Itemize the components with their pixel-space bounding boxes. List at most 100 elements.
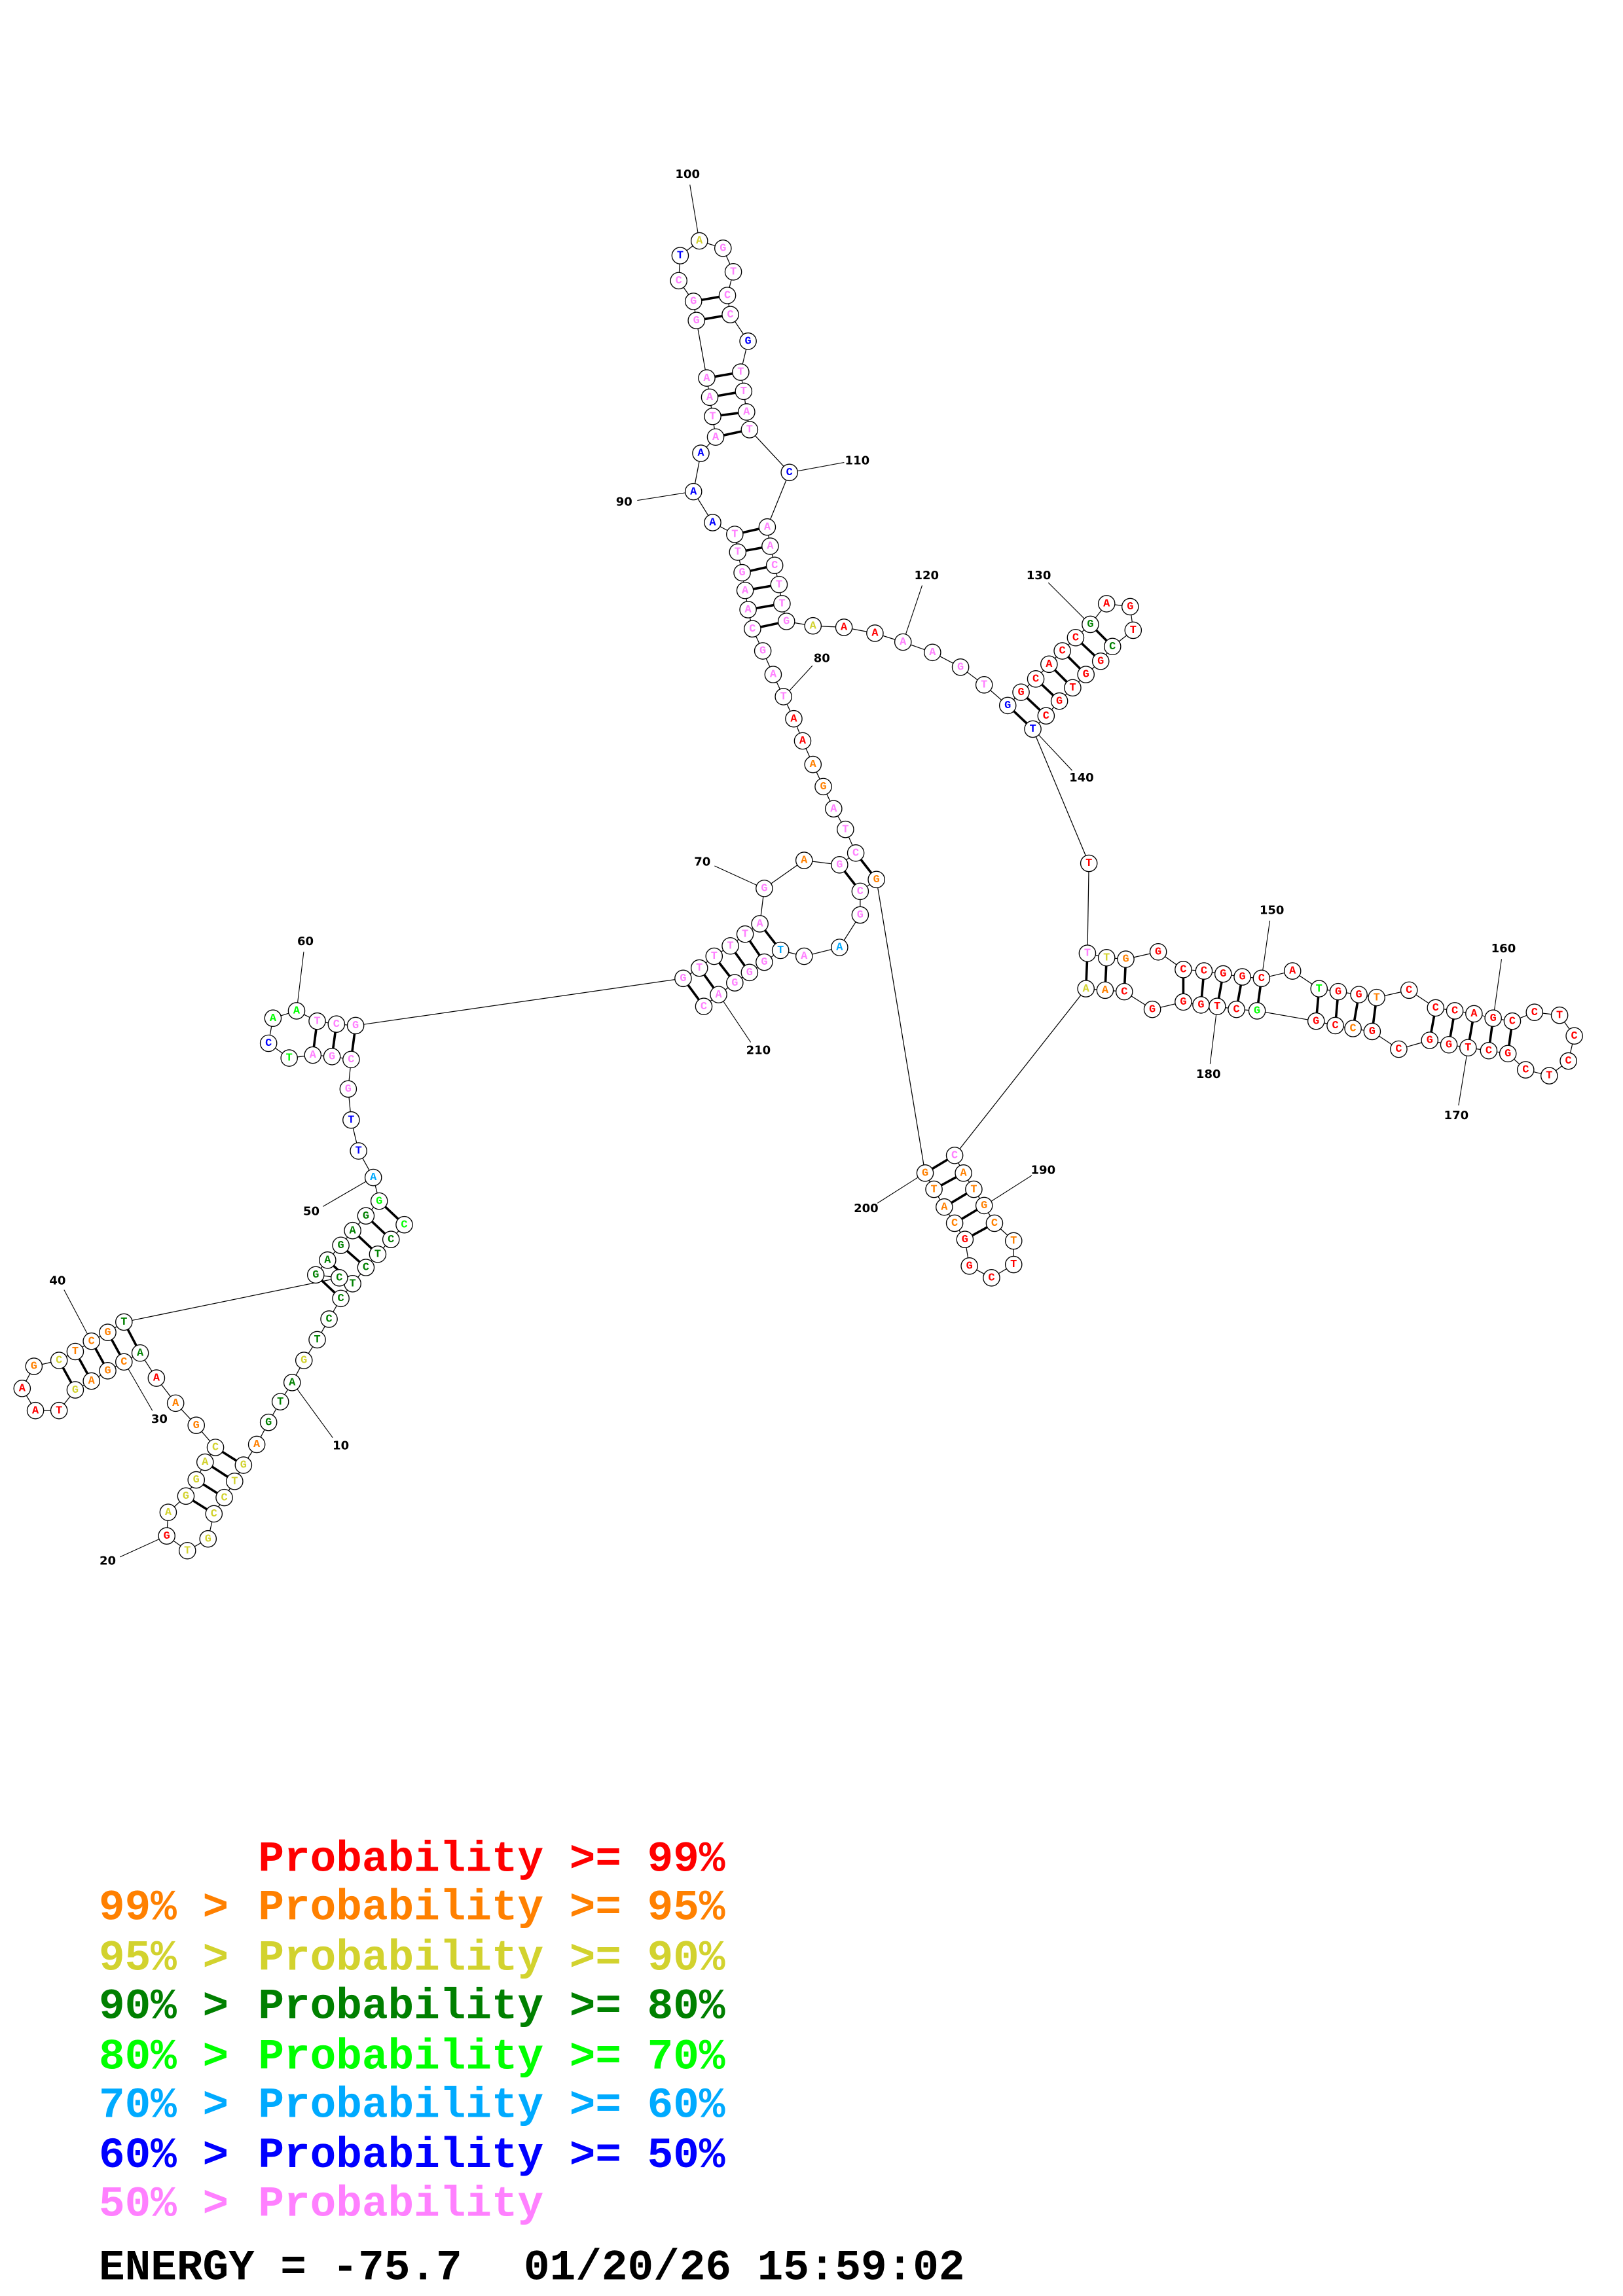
nucleotide-circle bbox=[350, 1142, 367, 1160]
nucleotide-circle bbox=[851, 906, 869, 924]
timestamp: 01/20/26 15:59:02 bbox=[524, 2244, 964, 2293]
position-tick-label: 190 bbox=[1031, 1163, 1056, 1177]
nucleotide-circle bbox=[1121, 598, 1139, 616]
nucleotide: A bbox=[804, 617, 822, 635]
nucleotide-circle bbox=[99, 1323, 117, 1342]
nucleotide-letter: T bbox=[1103, 952, 1110, 964]
tick-leader-line bbox=[1038, 734, 1072, 771]
nucleotide-letter: C bbox=[676, 275, 682, 287]
nucleotide-circle bbox=[1350, 986, 1368, 1003]
nucleotide-letter: T bbox=[930, 1183, 937, 1196]
nucleotide-letter: G bbox=[981, 1200, 987, 1212]
nucleotide-circle bbox=[684, 482, 702, 501]
nucleotide-letter: G bbox=[193, 1474, 200, 1486]
nucleotide-letter: G bbox=[761, 956, 767, 969]
nucleotide: C bbox=[342, 1050, 360, 1069]
base-pair-bond bbox=[1508, 1029, 1513, 1046]
nucleotide: C bbox=[1344, 1020, 1362, 1037]
nucleotide-letter: G bbox=[873, 874, 880, 886]
nucleotide: G bbox=[306, 1266, 325, 1284]
nucleotide-letter: C bbox=[336, 1272, 342, 1284]
nucleotide: T bbox=[732, 363, 750, 381]
nucleotide-letter: C bbox=[1531, 1007, 1538, 1019]
nucleotide: A bbox=[1283, 962, 1302, 980]
nucleotide-circle bbox=[770, 575, 788, 594]
nucleotide-circle bbox=[1080, 854, 1098, 872]
nucleotide-letter: G bbox=[745, 335, 752, 348]
nucleotide-letter: T bbox=[1084, 948, 1091, 960]
nucleotide-letter: G bbox=[329, 1050, 335, 1063]
nucleotide: C bbox=[744, 620, 761, 638]
nucleotide-circle bbox=[320, 1310, 338, 1328]
base-pair-bond bbox=[346, 1249, 361, 1263]
nucleotide-circle bbox=[726, 526, 744, 543]
base-pair-bond bbox=[111, 1338, 121, 1355]
nucleotide-letter: G bbox=[1087, 619, 1093, 631]
nucleotide-letter: A bbox=[929, 647, 936, 659]
base-pair-bond bbox=[742, 528, 759, 534]
base-pair-bond bbox=[1372, 1005, 1377, 1024]
nucleotide: T bbox=[271, 1393, 289, 1410]
base-pair-bond bbox=[1334, 999, 1339, 1018]
nucleotide: T bbox=[1064, 679, 1082, 697]
nucleotide: G bbox=[99, 1362, 117, 1380]
nucleotide-circle bbox=[346, 1016, 365, 1035]
nucleotide-circle bbox=[215, 1488, 233, 1507]
nucleotide-circle bbox=[951, 658, 970, 676]
nucleotide-letter: A bbox=[801, 855, 808, 867]
nucleotide-circle bbox=[1040, 655, 1058, 673]
nucleotide: A bbox=[1077, 980, 1095, 997]
nucleotide-letter: A bbox=[172, 1397, 179, 1410]
nucleotide-letter: A bbox=[712, 431, 720, 444]
nucleotide: C bbox=[718, 287, 737, 304]
nucleotide-letter: G bbox=[104, 1327, 111, 1339]
position-tick-label: 20 bbox=[100, 1554, 116, 1568]
nucleotide-circle bbox=[804, 617, 822, 635]
position-tick-label: 100 bbox=[675, 168, 700, 181]
nucleotide-circle bbox=[1233, 968, 1251, 986]
base-pair-bond bbox=[972, 1226, 988, 1237]
nucleotide: T bbox=[726, 526, 744, 543]
nucleotide: A bbox=[924, 643, 941, 662]
nucleotide-letter: T bbox=[777, 944, 784, 957]
backbone-link bbox=[1087, 863, 1089, 954]
nucleotide: G bbox=[1350, 986, 1368, 1003]
nucleotide-letter: A bbox=[709, 517, 716, 529]
nucleotide-circle bbox=[177, 1487, 195, 1505]
nucleotide-letter: A bbox=[253, 1439, 261, 1451]
nucleotide-letter: G bbox=[836, 859, 843, 871]
nucleotide: A bbox=[736, 581, 754, 600]
nucleotide-circle bbox=[1097, 595, 1116, 613]
nucleotide-circle bbox=[894, 633, 912, 651]
nucleotide-letter: T bbox=[1556, 1009, 1563, 1022]
base-pair-bond bbox=[734, 952, 746, 967]
position-tick-label: 160 bbox=[1491, 942, 1516, 956]
nucleotide-circle bbox=[1091, 653, 1110, 670]
base-pair-bond bbox=[1095, 629, 1108, 642]
nucleotide-letter: C bbox=[724, 290, 731, 302]
nucleotide: G bbox=[1192, 996, 1210, 1014]
nucleotide-letter: A bbox=[153, 1372, 160, 1385]
nucleotide: G bbox=[177, 1487, 195, 1505]
nucleotide-circle bbox=[831, 856, 848, 874]
nucleotide-circle bbox=[1149, 942, 1167, 961]
nucleotide-circle bbox=[985, 1214, 1004, 1232]
nucleotide: C bbox=[721, 306, 739, 323]
nucleotide-letter: C bbox=[1509, 1015, 1516, 1028]
nucleotide: T bbox=[1310, 980, 1328, 997]
base-pair-bond bbox=[1080, 642, 1096, 656]
nucleotide-letter: T bbox=[374, 1248, 381, 1261]
nucleotide: T bbox=[975, 676, 993, 694]
nucleotide: T bbox=[773, 595, 791, 613]
backbone-link bbox=[767, 472, 790, 528]
nucleotide: T bbox=[671, 247, 689, 264]
nucleotide-letter: G bbox=[183, 1490, 189, 1503]
nucleotide-circle bbox=[718, 287, 737, 304]
nucleotide: T bbox=[837, 820, 854, 838]
nucleotide-letter: G bbox=[1369, 1026, 1376, 1038]
nucleotide-letter: G bbox=[104, 1365, 111, 1377]
legend-prefix: 90% > bbox=[99, 1982, 228, 2032]
nucleotide-letter: T bbox=[1130, 624, 1137, 637]
nucleotide-letter: G bbox=[1427, 1035, 1433, 1047]
nucleotide: G bbox=[357, 1207, 375, 1225]
